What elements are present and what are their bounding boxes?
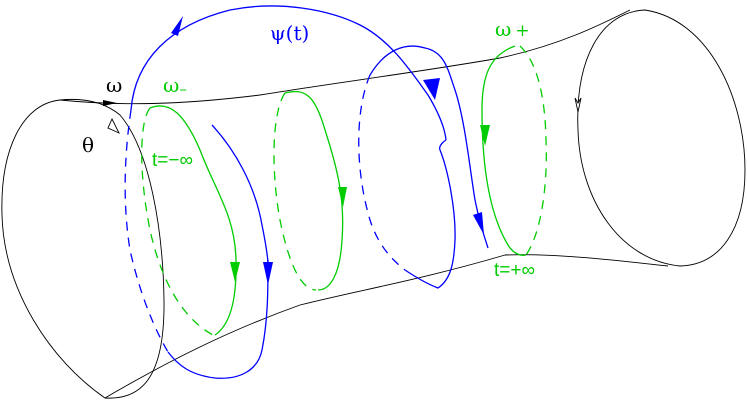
omega-plus-front (481, 45, 527, 256)
limit-orbits (141, 45, 547, 336)
omega-plus-main: ω (495, 17, 511, 41)
psi-arrow-final (473, 212, 484, 235)
psi-middle-bottom (404, 139, 456, 289)
omega-plus-label: ω+ (495, 17, 530, 41)
t-minus-inf-label: t=−∞ (152, 150, 193, 171)
psi-left-back (124, 109, 169, 353)
omega-label: ω (106, 73, 122, 97)
tube-left-ellipse (1, 98, 165, 399)
t-plus-inf-label: t=+∞ (494, 260, 535, 281)
theta-direction-arrow (107, 117, 120, 134)
middle-green-back (273, 92, 317, 291)
tube-right-ellipse (577, 9, 746, 267)
omega-plus-arrow (480, 125, 490, 146)
omega-plus-sub: + (515, 21, 529, 41)
psi-arrow-top-left (171, 16, 183, 36)
omega-minus-back (141, 107, 214, 336)
middle-green-front (284, 90, 344, 291)
omega-minus-arrow (230, 262, 240, 282)
theta-label: θ (82, 133, 94, 157)
omega-minus-front (149, 105, 237, 336)
psi-middle-top (369, 45, 476, 201)
tube-top-edge (59, 9, 631, 105)
middle-green-arrow (338, 187, 347, 207)
psi-bottom-loop (167, 259, 269, 379)
psi-arrow-1 (263, 262, 273, 285)
psi-middle-back (358, 74, 406, 271)
omega-minus-label: ω– (163, 73, 187, 98)
omega-plus-back (519, 45, 547, 256)
psi-descending-1 (211, 124, 269, 266)
omega-minus-sub: – (179, 80, 187, 98)
tube (1, 9, 746, 399)
psi-label: ψ(t) (270, 21, 309, 45)
right-ellipse-arrow (574, 97, 582, 113)
psi-top-arc (130, 5, 447, 141)
psi-arrow-top-right (423, 78, 440, 100)
omega-minus-main: ω (163, 73, 179, 97)
trajectory-psi (124, 5, 489, 379)
omega-direction-arrow (103, 100, 117, 106)
tube-bottom-edge (104, 254, 669, 399)
